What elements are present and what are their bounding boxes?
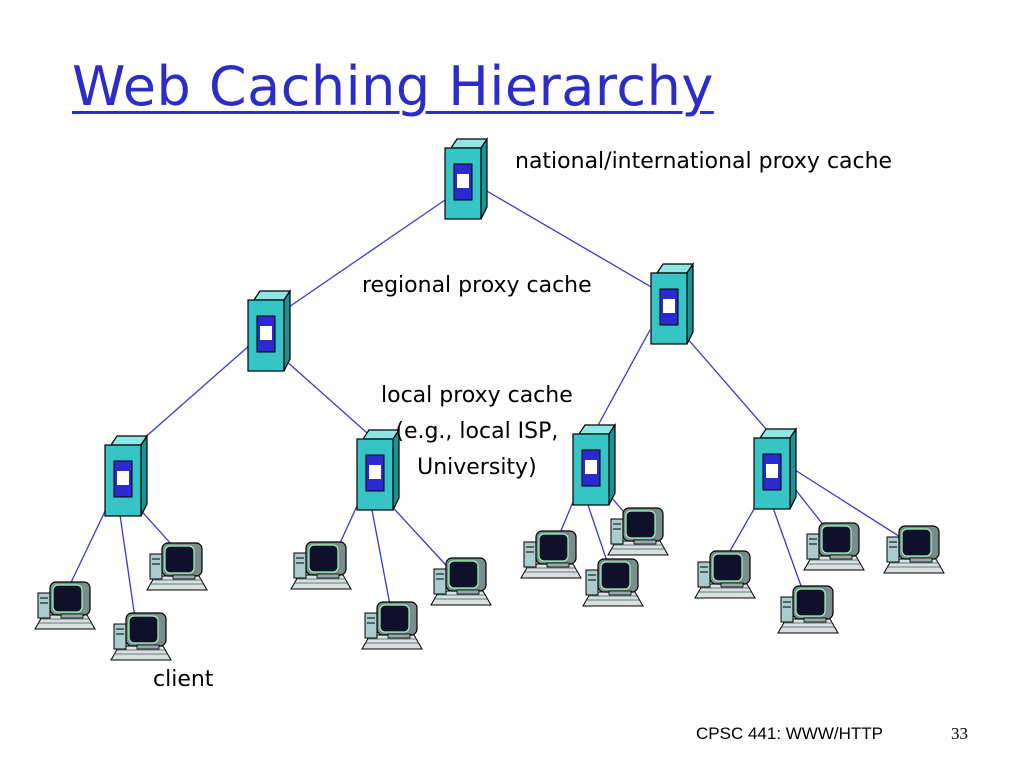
footer-course-text: CPSC 441: WWW/HTTP [696,724,884,743]
client-computer-icon [520,530,582,579]
link-local-4-client [794,469,906,541]
client-computer-icon [803,522,865,571]
client-computer-icon [290,541,352,590]
link-local-4-client [771,504,806,598]
link-local-2-client [385,499,456,576]
client-computer-icon [582,558,644,607]
local-cache-label-line: local proxy cache [381,383,573,408]
national-cache-label: national/international proxy cache [515,149,893,174]
client-computer-icon [777,585,839,634]
link-regional-1-local-2 [284,359,376,441]
slide-title: Web Caching Hierarchy [72,55,714,118]
client-computer-icon [694,550,756,599]
client-computer-icon [146,542,208,591]
regional-cache-server-icon [247,290,291,372]
national-cache-server-icon [444,138,488,220]
client-computer-icon [34,581,96,630]
local-cache-label-line: (e.g., local ISP, [395,419,559,444]
local-cache-server-icon [753,428,797,510]
client-computer-icon [361,601,423,650]
local-cache-server-icon [572,424,616,506]
regional-cache-label: regional proxy cache [362,273,592,298]
client-label: client [153,667,214,692]
client-computer-icon [607,507,669,556]
link-national-regional-2 [484,189,666,296]
link-local-1-client [119,514,136,619]
local-cache-label-line: University) [417,455,537,480]
link-national-regional-1 [269,199,446,321]
page-number: 33 [951,724,968,743]
link-local-2-client [371,509,391,606]
local-cache-server-icon [104,435,148,517]
link-local-1-client [64,504,109,596]
client-computer-icon [110,612,172,661]
cache-links [124,189,781,456]
link-regional-2-local-3 [589,329,651,441]
link-regional-2-local-4 [679,329,781,446]
regional-cache-server-icon [650,263,694,345]
local-cache-label: local proxy cache (e.g., local ISP, Univ… [381,378,573,486]
client-computer-icon [430,557,492,606]
